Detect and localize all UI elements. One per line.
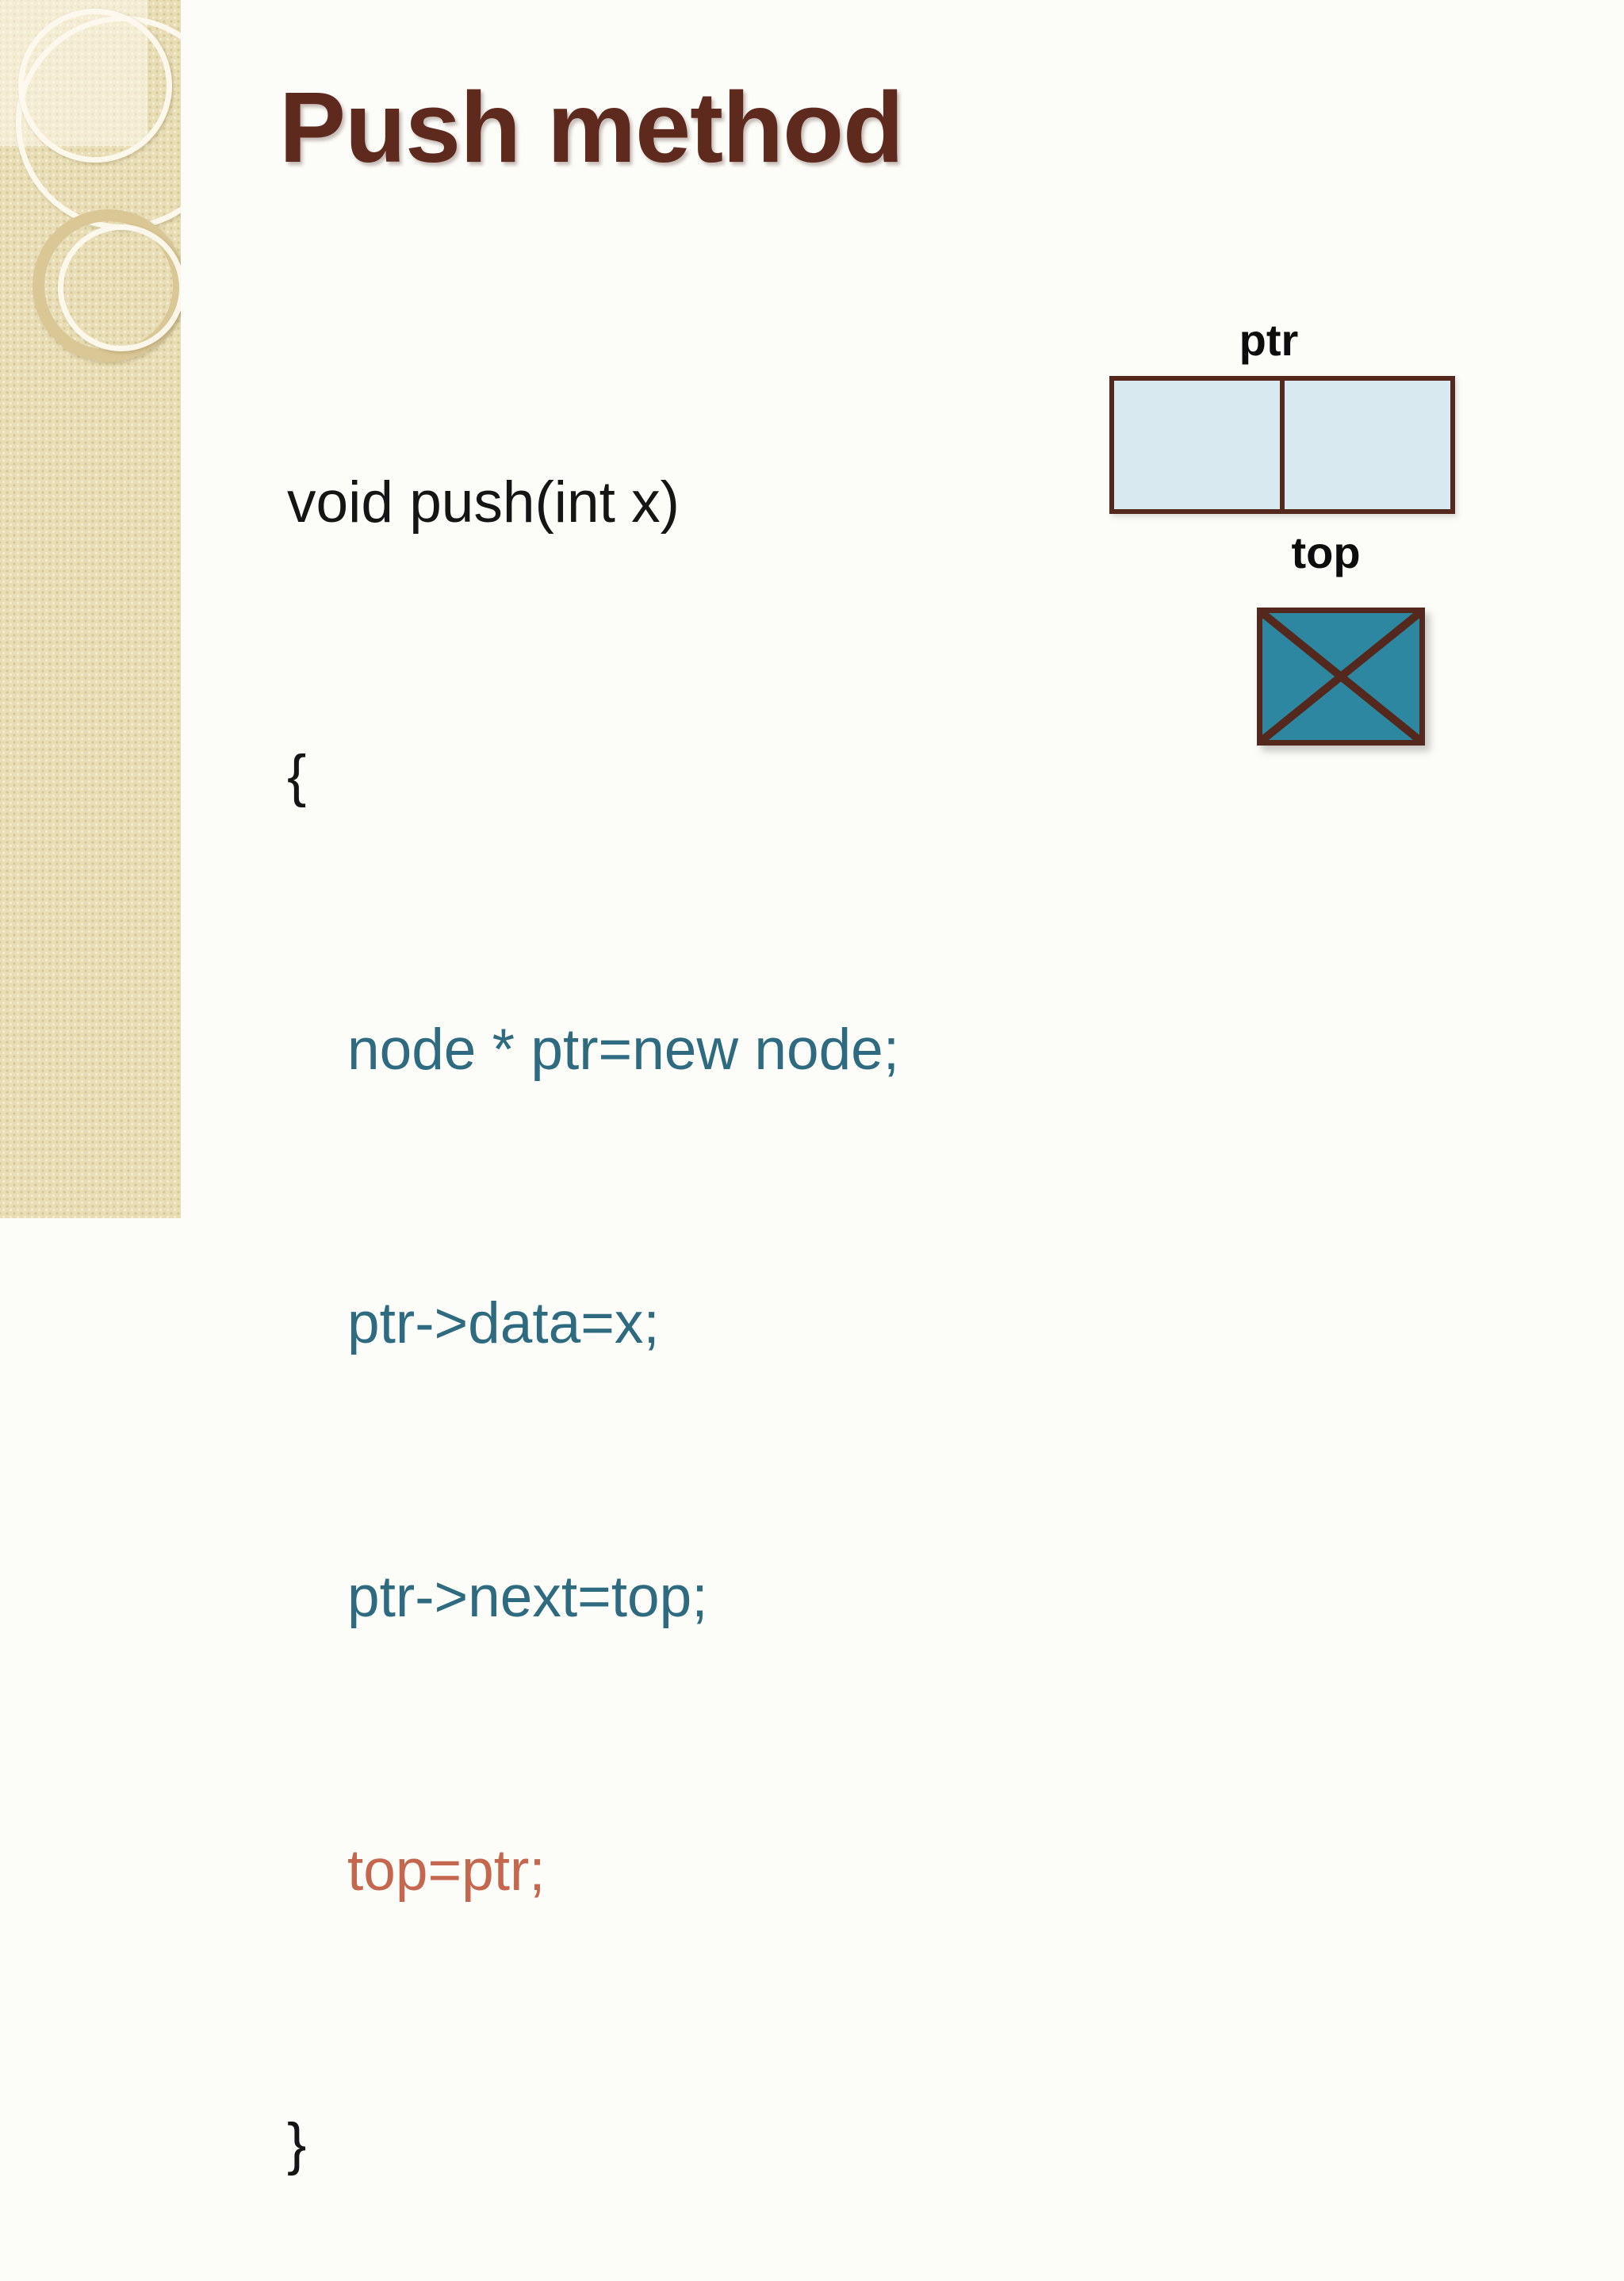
top-label: top xyxy=(1291,527,1361,577)
ptr-label: ptr xyxy=(1239,315,1299,365)
decor-ring xyxy=(18,9,172,163)
code-line: node * ptr=new node; xyxy=(347,1018,900,1082)
slide-title: Push method xyxy=(279,71,904,183)
decor-ring xyxy=(58,224,181,351)
sidebar-decoration xyxy=(0,0,181,1218)
ptr-box xyxy=(1109,376,1455,514)
code-block: void push(int x) { node * ptr=new node; … xyxy=(287,274,899,2281)
code-line: void push(int x) xyxy=(287,470,680,535)
x-mark-icon xyxy=(1262,613,1419,740)
ptr-box-divider xyxy=(1280,381,1285,509)
code-line: top=ptr; xyxy=(347,1838,546,1903)
top-box xyxy=(1257,608,1425,746)
code-line: { xyxy=(287,744,307,808)
code-line: } xyxy=(287,2112,307,2176)
code-line: ptr->data=x; xyxy=(347,1291,660,1355)
code-line: ptr->next=top; xyxy=(347,1565,708,1629)
